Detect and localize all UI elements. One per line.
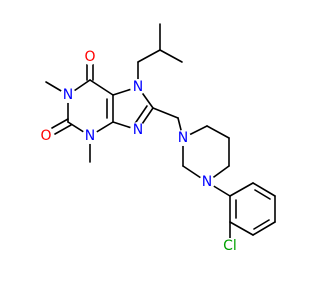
atom-oxygen-2: O xyxy=(38,128,54,144)
atom-chlorine: Cl xyxy=(219,238,241,254)
bond-ar-1 xyxy=(229,182,254,197)
atom-nitrogen-piperazine-top: N xyxy=(175,130,191,146)
atom-nitrogen-3: N xyxy=(82,128,98,144)
atom-nitrogen-9: N xyxy=(130,122,146,138)
atom-label-n1: N xyxy=(63,87,73,103)
bond-c2-o2 xyxy=(51,118,69,129)
bond-ch2-ch xyxy=(137,49,161,63)
atom-label-o6: O xyxy=(84,49,95,65)
structure-drawing: O N O N N N N xyxy=(38,23,276,254)
bond-c8-ch2 xyxy=(152,107,179,119)
atom-label-n9: N xyxy=(133,122,143,138)
bond-ar-2 xyxy=(252,182,276,197)
bond-ar-4 xyxy=(252,221,276,236)
atom-label-o2: O xyxy=(40,128,51,144)
bond-c8-n9-double xyxy=(133,105,148,126)
bond-c2-o2-double xyxy=(54,124,72,135)
atom-label-n7: N xyxy=(133,79,143,95)
bond-ar-inner-1 xyxy=(254,189,271,200)
atom-nitrogen-piperazine-bottom: N xyxy=(199,174,215,190)
molecule-diagram: O N O N N N N xyxy=(38,23,276,254)
atom-nitrogen-7: N xyxy=(130,79,146,95)
atom-oxygen-6: O xyxy=(82,49,98,65)
atom-label-n-pip-top: N xyxy=(178,130,188,146)
bond-c6-c5 xyxy=(89,79,114,96)
bond-ch-methyl-right xyxy=(159,49,183,63)
atom-nitrogen-1: N xyxy=(60,87,76,103)
atom-label-n3: N xyxy=(85,128,95,144)
bond-pip-2 xyxy=(206,125,230,139)
atom-label-cl: Cl xyxy=(223,238,237,254)
bond-ar-inner-2 xyxy=(253,219,270,230)
bond-ar-5 xyxy=(229,221,254,236)
atom-label-n-pip-bottom: N xyxy=(202,174,212,190)
